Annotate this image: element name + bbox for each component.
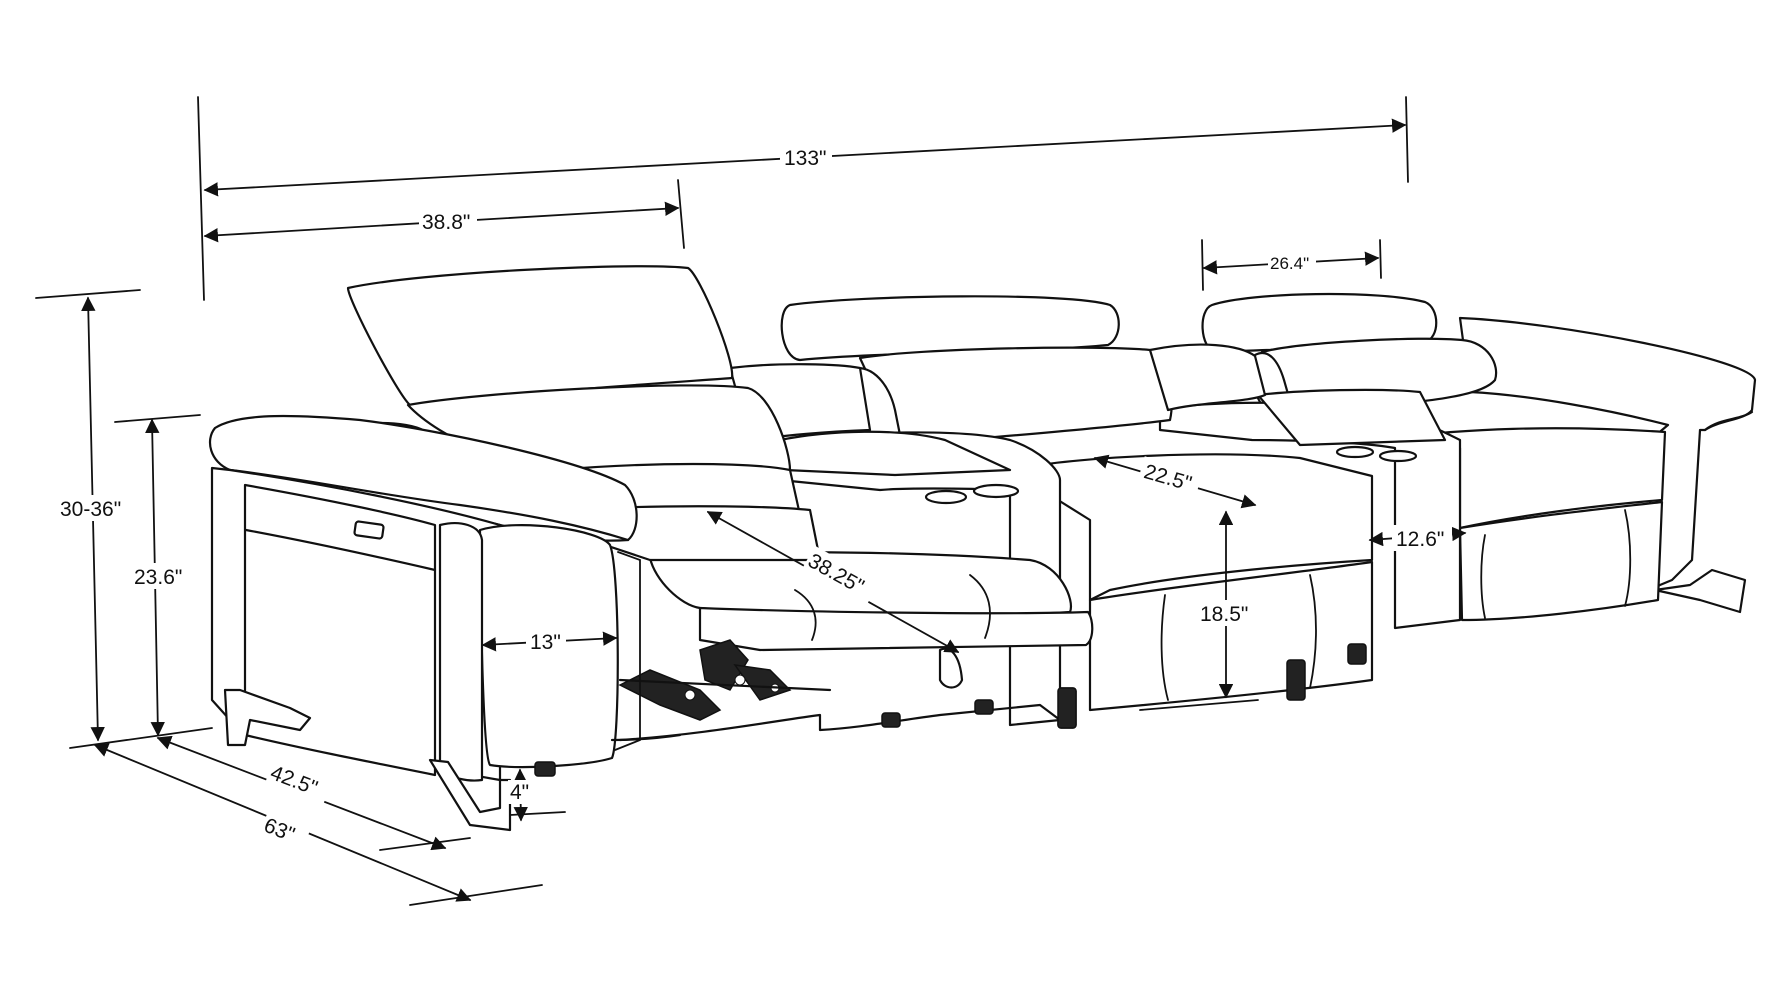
middle-headrest xyxy=(780,295,1120,362)
left-headrest xyxy=(346,265,734,407)
sofa-outline xyxy=(208,265,1757,832)
recliner-mechanism xyxy=(618,639,964,721)
label-height-range: 30-36" xyxy=(60,498,121,521)
label-section-width: 38.8" xyxy=(422,211,470,234)
label-headrest-width: 26.4" xyxy=(1270,254,1309,273)
middle-backrest xyxy=(858,346,1173,447)
label-seat-height: 18.5" xyxy=(1200,603,1248,626)
right-seat xyxy=(1378,427,1667,530)
label-back-height: 23.6" xyxy=(134,566,182,589)
label-arm-width: 13" xyxy=(530,631,561,654)
dimension-labels: 133" 38.8" 26.4" 30-36" 23.6" 13" 42.5" … xyxy=(60,144,1452,852)
label-console-width: 12.6" xyxy=(1396,528,1444,551)
label-total-width: 133" xyxy=(784,147,827,170)
label-leg-height: 4" xyxy=(510,781,529,804)
